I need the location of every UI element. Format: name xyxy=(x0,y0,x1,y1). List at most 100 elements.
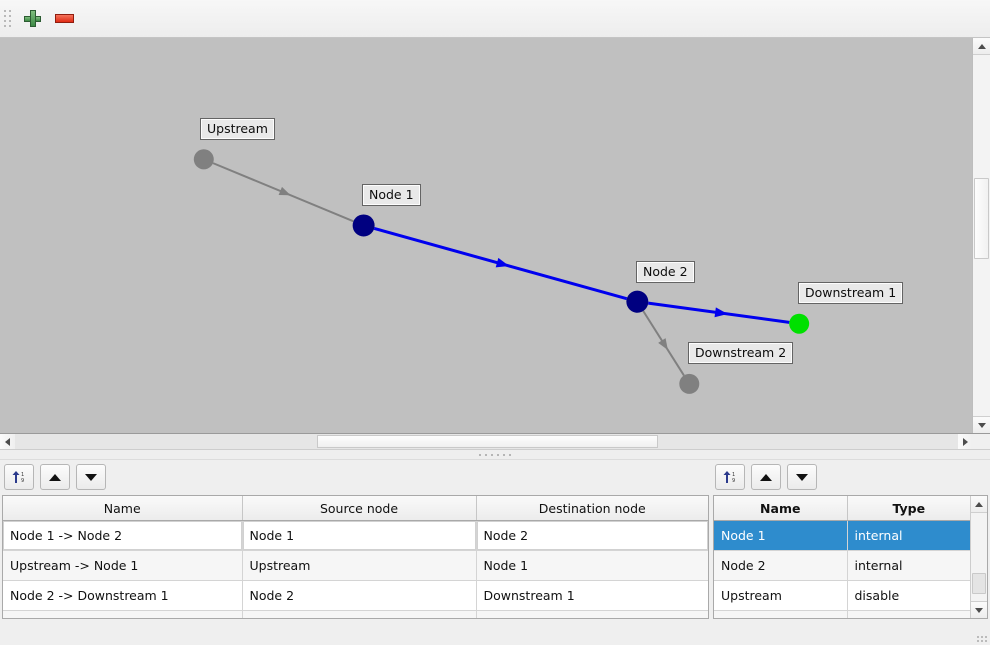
node-label-node2[interactable]: Node 2 xyxy=(636,261,695,283)
cell-type: disable xyxy=(847,580,970,611)
svg-text:9: 9 xyxy=(21,478,24,484)
hscroll-thumb[interactable] xyxy=(316,435,659,448)
table-header-row: Name Source node Destination node xyxy=(3,496,708,521)
scroll-track[interactable] xyxy=(971,513,987,601)
scroll-track[interactable] xyxy=(973,55,990,416)
hscroll-track[interactable] xyxy=(15,434,958,449)
node-label-node1[interactable]: Node 1 xyxy=(362,184,421,206)
scroll-thumb[interactable] xyxy=(974,177,989,260)
column-header-destination-node[interactable]: Destination node xyxy=(476,496,708,521)
svg-text:9: 9 xyxy=(732,478,735,484)
add-node-button[interactable] xyxy=(16,4,48,34)
connections-table: Name Source node Destination node Node 1… xyxy=(3,496,708,618)
column-header-name[interactable]: Name xyxy=(3,496,243,521)
nodes-table-scrollbar[interactable] xyxy=(970,496,987,618)
triangle-up-icon xyxy=(49,473,61,481)
cell-name: Node 2 -> Downstream 1 xyxy=(3,580,243,611)
cell-type: internal xyxy=(847,550,970,581)
sort-ascending-icon: 1 9 xyxy=(723,471,735,484)
scroll-thumb[interactable] xyxy=(972,572,986,595)
nodes-sort-button[interactable]: 1 9 xyxy=(715,464,745,490)
status-bar xyxy=(0,619,990,645)
node-label-downstream2[interactable]: Downstream 2 xyxy=(688,342,794,364)
cell-type: internal xyxy=(847,520,970,551)
graph-node-upstream[interactable] xyxy=(193,149,214,170)
scroll-down-button[interactable] xyxy=(971,601,987,618)
cell-source-node: Upstream xyxy=(242,550,477,581)
minus-icon xyxy=(54,14,74,23)
nodes-move-down-button[interactable] xyxy=(787,464,817,490)
window-resize-grip[interactable] xyxy=(975,630,987,642)
triangle-up-icon xyxy=(760,473,772,481)
triangle-down-icon xyxy=(975,607,983,613)
node-label-upstream[interactable]: Upstream xyxy=(200,118,275,140)
cell-source-node: Node 1 xyxy=(242,520,477,551)
graph-node-downstream1[interactable] xyxy=(789,313,810,334)
graph-node-downstream2[interactable] xyxy=(679,373,700,394)
cell-name: Node 2 xyxy=(714,550,848,581)
triangle-right-icon xyxy=(963,437,968,446)
cell-name: Upstream -> Node 1 xyxy=(3,550,243,581)
node-label-downstream1[interactable]: Downstream 1 xyxy=(798,282,904,304)
cell-name: Upstream xyxy=(714,580,848,611)
graph-drawing xyxy=(193,149,810,394)
graph-node-node1[interactable] xyxy=(352,214,375,237)
bottom-panes: 1 9 Name xyxy=(0,460,990,619)
cell-destination-node: Downstream 2 xyxy=(476,610,708,618)
cell-source-node: Node 2 xyxy=(242,610,477,618)
edge-arrow-icon xyxy=(278,186,291,196)
plus-icon xyxy=(23,10,41,27)
graph-node-node2[interactable] xyxy=(626,290,649,313)
cell-name: Node 1 xyxy=(714,520,848,551)
pane-splitter[interactable] xyxy=(0,450,990,460)
toolbar-drag-handle[interactable] xyxy=(3,8,12,30)
edge-arrow-icon xyxy=(714,307,728,318)
nodes-toolbar: 1 9 xyxy=(711,460,990,495)
triangle-down-icon xyxy=(796,473,808,481)
cell-type: downstream xyxy=(847,610,970,618)
scroll-up-button[interactable] xyxy=(971,496,987,513)
connections-sort-button[interactable]: 1 9 xyxy=(4,464,34,490)
cell-name: Downstream 1 xyxy=(714,610,848,618)
scroll-up-button[interactable] xyxy=(973,38,990,55)
canvas-horizontal-scrollbar[interactable] xyxy=(0,434,990,450)
column-header-source-node[interactable]: Source node xyxy=(242,496,477,521)
nodes-move-up-button[interactable] xyxy=(751,464,781,490)
triangle-left-icon xyxy=(5,437,10,446)
cell-name: Node 1 -> Node 2 xyxy=(3,520,243,551)
remove-node-button[interactable] xyxy=(48,4,80,34)
scroll-down-button[interactable] xyxy=(973,416,990,433)
connections-table-scroll[interactable]: Name Source node Destination node Node 1… xyxy=(3,496,708,618)
scroll-right-button[interactable] xyxy=(958,434,973,449)
table-row[interactable]: Downstream 1downstream xyxy=(714,610,970,618)
connections-move-up-button[interactable] xyxy=(40,464,70,490)
column-header-type[interactable]: Type xyxy=(847,496,970,521)
connections-toolbar: 1 9 xyxy=(0,460,711,495)
cell-destination-node: Node 2 xyxy=(476,520,708,551)
sort-ascending-icon: 1 9 xyxy=(12,471,24,484)
connections-move-down-button[interactable] xyxy=(76,464,106,490)
edge-arrow-icon xyxy=(658,338,668,350)
main-toolbar xyxy=(0,0,990,38)
connections-table-container: Name Source node Destination node Node 1… xyxy=(2,495,709,619)
triangle-down-icon xyxy=(977,422,986,428)
nodes-pane: 1 9 Name xyxy=(711,460,990,619)
triangle-down-icon xyxy=(85,473,97,481)
scroll-left-button[interactable] xyxy=(0,434,15,449)
table-header-row: Name Type xyxy=(714,496,970,521)
column-header-name[interactable]: Name xyxy=(714,496,848,521)
svg-text:1: 1 xyxy=(732,472,735,478)
canvas-vertical-scrollbar[interactable] xyxy=(972,38,990,433)
